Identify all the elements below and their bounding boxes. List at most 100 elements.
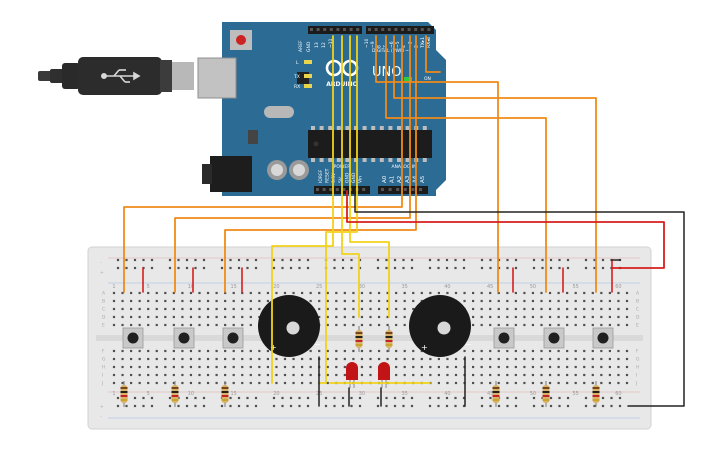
breadboard-hole: [420, 291, 423, 295]
rail-hole: [541, 258, 544, 262]
breadboard-hole: [224, 315, 227, 319]
breadboard-hole: [266, 373, 269, 377]
breadboard-hole: [138, 315, 141, 319]
header-hole: [329, 28, 333, 31]
breadboard-hole: [241, 357, 244, 361]
push-button: [592, 327, 614, 349]
digital-pin-label: ~11: [328, 38, 334, 48]
breadboard-hole: [224, 323, 227, 327]
rail-hole: [281, 396, 284, 400]
breadboard-hole: [395, 315, 398, 319]
rail-hole: [402, 266, 405, 270]
rail-hole: [168, 258, 172, 262]
rail-hole: [610, 396, 613, 400]
breadboard-hole: [480, 315, 483, 319]
breadboard-hole: [548, 373, 552, 377]
row-letter: C: [636, 307, 639, 313]
header-hole: [420, 28, 424, 31]
breadboard-hole: [403, 373, 406, 377]
breadboard-hole: [395, 357, 398, 361]
rail-hole: [558, 266, 561, 270]
row-letter: E: [636, 323, 639, 329]
breadboard-hole: [608, 323, 611, 327]
breadboard-hole: [369, 357, 372, 361]
header-hole: [401, 28, 404, 31]
breadboard-hole: [591, 307, 594, 311]
rx-label: RX: [294, 84, 300, 90]
breadboard-hole: [232, 315, 235, 319]
rail-hole: [229, 404, 232, 408]
breadboard-hole: [241, 299, 244, 303]
rail-hole: [593, 266, 596, 270]
breadboard-hole: [181, 291, 184, 295]
resistor: [592, 381, 600, 407]
rail-hole: [618, 404, 622, 408]
rail-hole: [254, 258, 258, 262]
breadboard-hole: [249, 381, 252, 385]
rail-hole: [601, 258, 605, 262]
breadboard-hole: [130, 357, 133, 361]
rail-hole: [445, 266, 449, 270]
breadboard-hole: [591, 323, 594, 327]
breadboard-hole: [386, 291, 389, 295]
rail-hole: [584, 404, 588, 408]
breadboard-hole: [557, 307, 560, 311]
breadboard-hole: [583, 315, 586, 319]
resistor: [120, 381, 128, 407]
column-number-bottom: 15: [231, 391, 237, 397]
column-number-top: 50: [530, 284, 536, 290]
rail-hole: [272, 404, 276, 408]
breadboard-hole: [540, 349, 543, 353]
breadboard-hole: [121, 365, 124, 369]
rail-hole: [410, 258, 414, 262]
rail-hole: [254, 266, 258, 270]
rail-hole: [454, 258, 457, 262]
header-hole: [316, 188, 319, 191]
breadboard-hole: [147, 323, 150, 327]
breadboard-hole: [164, 323, 167, 327]
column-number-top: 10: [188, 284, 194, 290]
breadboard-hole: [540, 291, 543, 295]
header-hole: [329, 188, 333, 191]
wire-orange-button-3: [224, 35, 417, 293]
chip-pin: [388, 158, 393, 162]
chip-pin: [422, 126, 427, 130]
breadboard-hole: [480, 307, 483, 311]
breadboard-hole: [198, 315, 201, 319]
breadboard-hole: [437, 381, 440, 385]
breadboard-hole: [531, 323, 535, 327]
breadboard-hole: [309, 373, 312, 377]
breadboard-hole: [275, 373, 278, 377]
rail-hole: [437, 266, 440, 270]
breadboard-hole: [130, 365, 133, 369]
breadboard-hole: [138, 381, 141, 385]
column-number-bottom: 50: [530, 391, 536, 397]
analog-pin-label: A0: [382, 175, 388, 183]
wire-orange-button-5: [385, 35, 547, 293]
breadboard-hole: [523, 373, 526, 377]
breadboard-hole: [412, 307, 415, 311]
breadboard-hole: [352, 315, 355, 319]
column-number-bottom: 10: [188, 391, 194, 397]
breadboard-hole: [283, 381, 287, 385]
rail-hole: [445, 404, 449, 408]
rail-hole: [506, 266, 509, 270]
breadboard-hole: [557, 373, 560, 377]
breadboard-hole: [206, 365, 210, 369]
rail-hole: [514, 404, 518, 408]
breadboard-hole: [566, 373, 569, 377]
breadboard-hole: [360, 291, 364, 295]
breadboard-hole: [403, 349, 406, 353]
breadboard-hole: [574, 349, 577, 353]
breadboard-hole: [472, 299, 475, 303]
header-hole: [335, 188, 339, 191]
breadboard-hole: [189, 357, 193, 361]
breadboard-hole: [198, 357, 201, 361]
breadboard-hole: [472, 291, 475, 295]
breadboard-hole: [531, 307, 535, 311]
breadboard-hole: [583, 349, 586, 353]
breadboard-hole: [309, 299, 312, 303]
breadboard-hole: [617, 357, 620, 361]
breadboard-hole: [531, 381, 535, 385]
column-number-top: 20: [273, 284, 279, 290]
